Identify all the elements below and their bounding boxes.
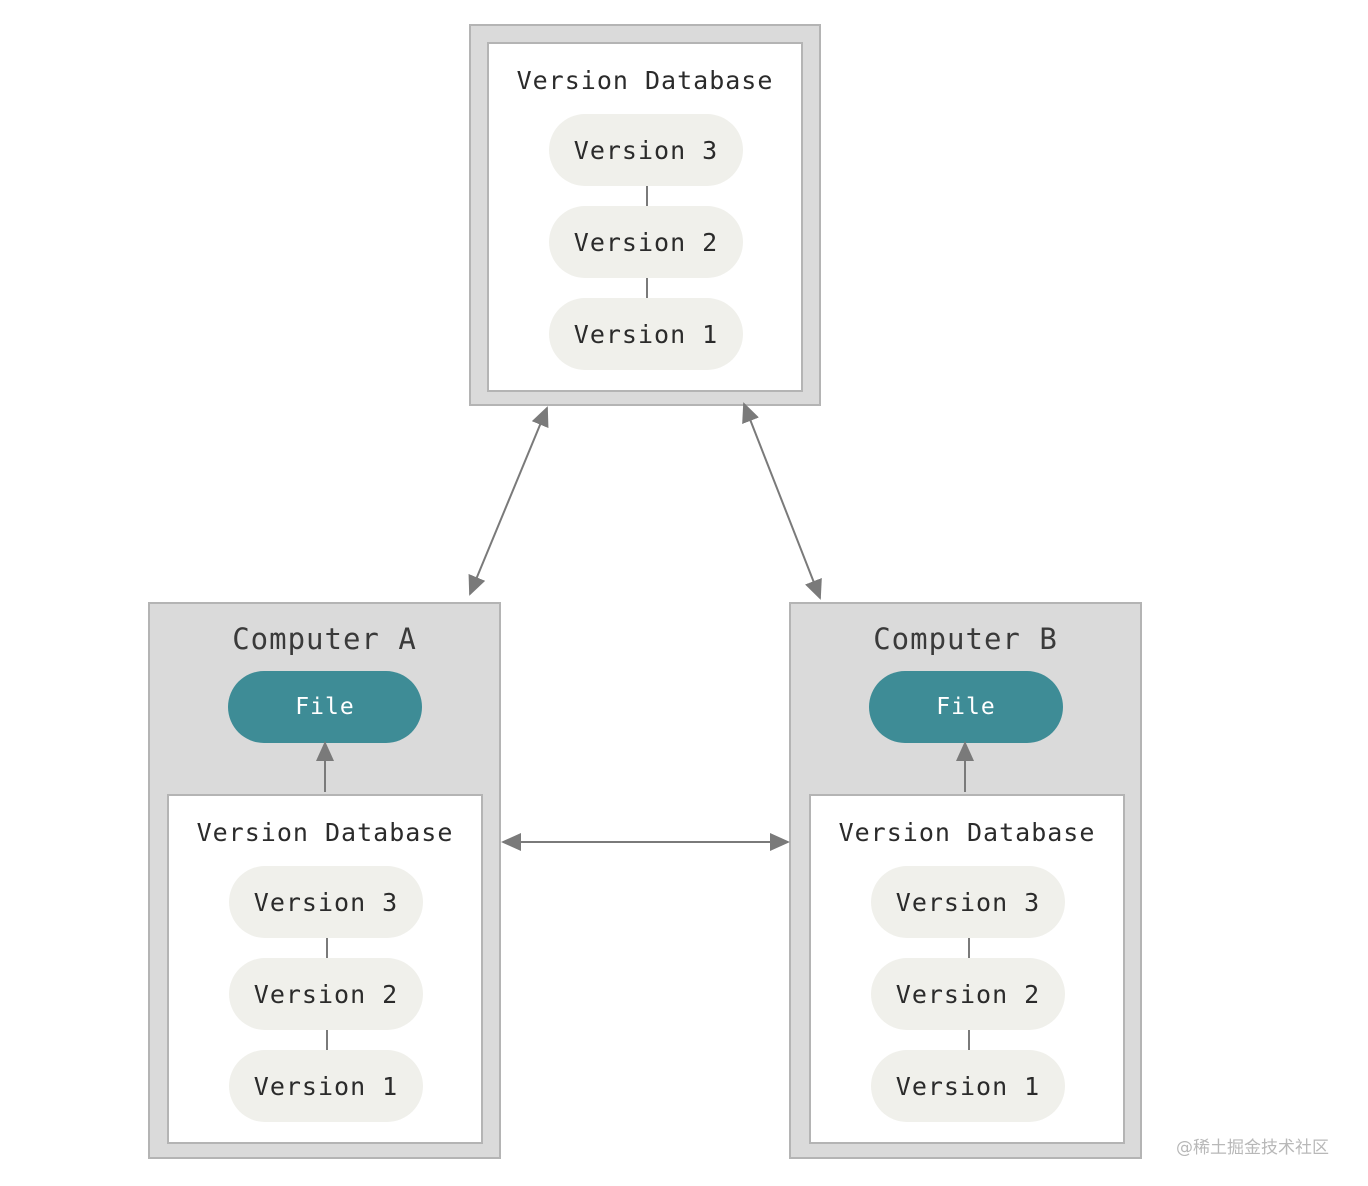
server-connector (646, 278, 648, 298)
computer-a-title: Computer A (232, 622, 417, 656)
watermark: @稀土掘金技术社区 (1176, 1138, 1329, 1158)
server-version-1: Version 1 (549, 298, 743, 370)
computer-b-version-2: Version 2 (871, 958, 1065, 1030)
computer-b-title: Computer B (873, 622, 1058, 656)
computer-a-connector (326, 1030, 328, 1050)
computer-a-version-1: Version 1 (229, 1050, 423, 1122)
computer-a-version-2: Version 2 (229, 958, 423, 1030)
arrow-server-computer-a (468, 406, 549, 596)
server-connector (646, 186, 648, 206)
server-db-title: Version Database (516, 66, 774, 95)
computer-b-version-database: Version Database Version 3 Version 2 Ver… (809, 794, 1125, 1144)
server-version-2: Version 2 (549, 206, 743, 278)
server-version-3: Version 3 (549, 114, 743, 186)
server-panel: Version Database Version 3 Version 2 Ver… (469, 24, 821, 406)
computer-a-version-database: Version Database Version 3 Version 2 Ver… (167, 794, 483, 1144)
computer-b-db-title: Version Database (838, 818, 1096, 847)
computer-b-file: File (869, 671, 1063, 743)
computer-a-panel: Computer A File Version Database Version… (148, 602, 501, 1159)
computer-b-panel: Computer B File Version Database Version… (789, 602, 1142, 1159)
computer-a-version-3: Version 3 (229, 866, 423, 938)
computer-a-connector (326, 938, 328, 958)
server-version-database: Version Database Version 3 Version 2 Ver… (487, 42, 803, 392)
computer-b-version-3: Version 3 (871, 866, 1065, 938)
computer-b-connector (968, 938, 970, 958)
computer-a-db-title: Version Database (196, 818, 454, 847)
arrow-server-computer-b (742, 402, 822, 600)
computer-b-version-1: Version 1 (871, 1050, 1065, 1122)
computer-b-connector (968, 1030, 970, 1050)
computer-a-file: File (228, 671, 422, 743)
